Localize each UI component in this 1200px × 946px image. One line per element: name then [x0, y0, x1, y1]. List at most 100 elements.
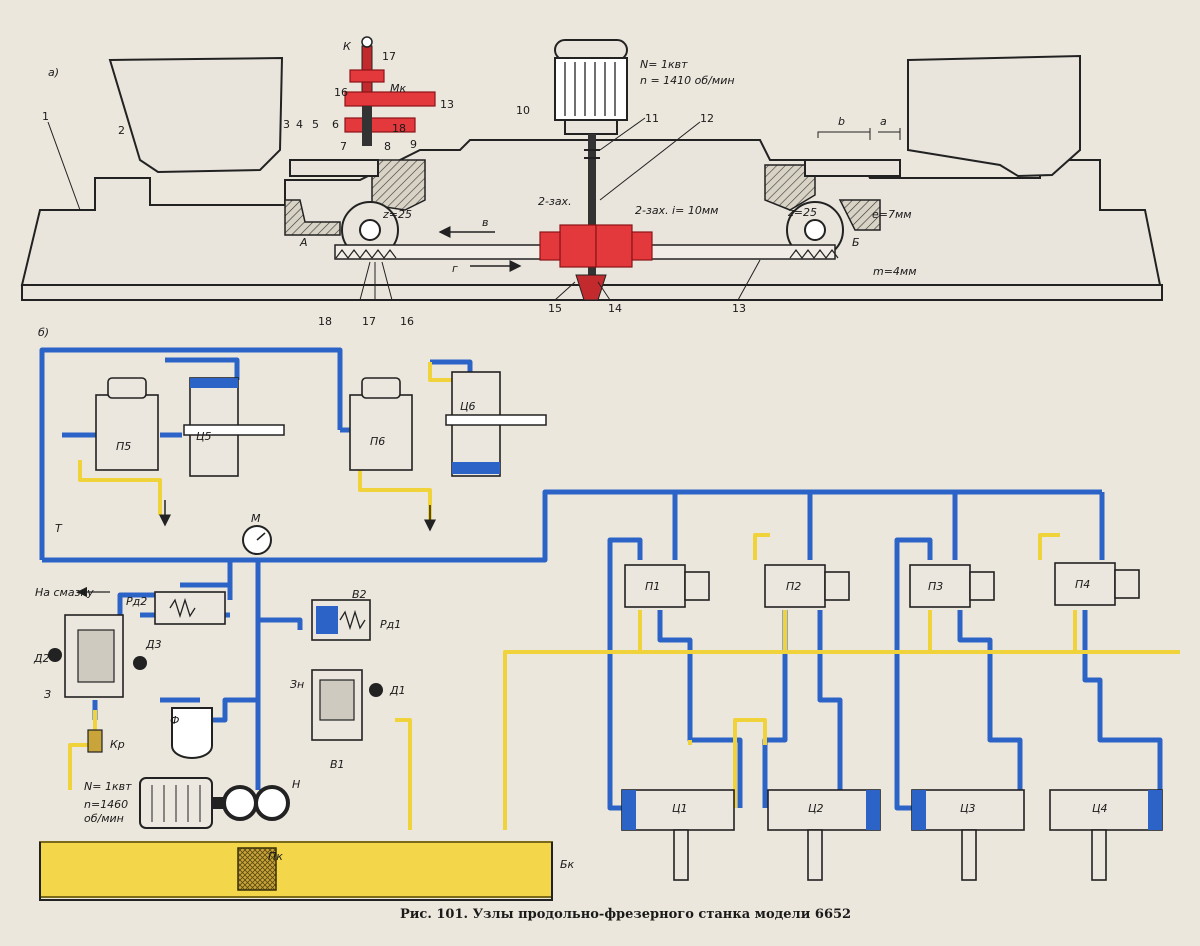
rd2-label: Рд2	[126, 595, 147, 608]
rd2-spring	[169, 597, 196, 619]
drain-main	[503, 650, 1180, 830]
leader-1	[47, 121, 81, 211]
valve-p3-label: П3	[928, 580, 943, 593]
v2-spring	[339, 609, 366, 631]
arrow-v-label: в	[482, 216, 488, 229]
motor-fins	[564, 62, 616, 116]
valve-p5-cap	[107, 377, 147, 399]
pump-lines	[117, 557, 303, 790]
cylinder-c5-label: Ц5	[196, 430, 212, 443]
tank-walls	[39, 842, 553, 901]
gear-right-label: z=25	[787, 206, 817, 219]
leaders-shaft	[599, 117, 701, 201]
part-8: 8	[384, 140, 391, 153]
part-1: 1	[42, 110, 49, 123]
pk-label: Пк	[268, 850, 283, 863]
v1-label: В1	[330, 758, 345, 771]
relief-drain	[395, 718, 412, 830]
motor-10	[554, 57, 628, 121]
cylinder-c6-cap	[452, 462, 500, 474]
left-cutaway	[284, 199, 341, 236]
pump-left-lobe	[222, 785, 258, 821]
pump-h-label: Н	[292, 778, 300, 791]
bk-label: Бк	[560, 858, 575, 871]
part-16-top: 16	[334, 86, 348, 99]
cylinder-c2	[767, 789, 881, 881]
section-b: б)	[33, 326, 1180, 901]
v2-piston	[316, 606, 338, 634]
worm-foot	[575, 274, 607, 301]
drain-branches	[638, 533, 1077, 652]
cylinder-c1	[621, 789, 735, 881]
dim-a-label: a	[880, 115, 887, 128]
worm-wheel-left	[559, 224, 597, 268]
clutch-mk-label: Мк	[390, 82, 406, 95]
pump-motor-power: N= 1квт	[84, 780, 132, 793]
part-17-top: 17	[382, 50, 396, 63]
part-7: 7	[340, 140, 347, 153]
coupling-11	[584, 149, 600, 159]
part-10: 10	[516, 104, 530, 117]
pump-coupling	[212, 797, 226, 809]
d1-label: Д1	[389, 684, 406, 697]
rd1-label: Рд1	[380, 618, 401, 631]
motor-power-label: N= 1квт	[640, 58, 688, 71]
right-bracket	[804, 159, 901, 177]
valve-p5	[95, 394, 159, 471]
valve-p6-label: П6	[370, 435, 385, 448]
pump-motor-speed-1: n=1460	[84, 798, 128, 811]
left-rack-teeth	[335, 249, 397, 259]
part-17-bottom: 17	[362, 315, 376, 328]
cylinder-c3	[911, 789, 1025, 881]
left-upright	[108, 56, 284, 174]
right-gear-hub	[804, 219, 826, 241]
part-13-top: 13	[440, 98, 454, 111]
clutch-part-16	[349, 69, 385, 83]
cylinder-c5-cap	[190, 378, 238, 388]
valve-p1-label: П1	[645, 580, 660, 593]
clutch-lower-shaft	[362, 106, 372, 146]
worm-wheel-right	[595, 224, 633, 268]
part-14: 14	[608, 302, 622, 315]
pump-right-lobe	[254, 785, 290, 821]
d3-label: Д3	[145, 638, 162, 651]
figure-caption: Рис. 101. Узлы продольно-фрезерного стан…	[400, 907, 851, 922]
key-k-knob	[361, 36, 373, 48]
section-b-label: б)	[38, 326, 49, 339]
cylinder-c6-rod	[445, 414, 547, 426]
cylinder-c6-label: Ц6	[460, 400, 476, 413]
motor-speed-label: n = 1410 об/мин	[640, 74, 735, 87]
part-18-top: 18	[392, 122, 406, 135]
manometer-label: М	[251, 512, 261, 525]
part-13-bottom: 13	[732, 302, 746, 315]
part-18-bottom: 18	[318, 315, 332, 328]
motor-flange	[564, 119, 618, 135]
valve-p4	[1054, 562, 1140, 606]
valve-p5-label: П5	[116, 440, 131, 453]
part-12: 12	[700, 112, 714, 125]
valve-p6-cap	[361, 377, 401, 399]
arrow-g-label: г	[452, 262, 458, 275]
oil-tank	[39, 841, 553, 898]
right-upright	[907, 54, 1081, 178]
valve-p2	[764, 564, 850, 608]
valve-p1	[624, 564, 710, 608]
e-dimension-label: e=7мм	[872, 208, 912, 221]
throttle-d1	[369, 683, 383, 697]
section-a-label: а)	[48, 66, 59, 79]
lube-label: На смазку	[35, 586, 94, 599]
main-pressure-loop	[39, 347, 1102, 563]
cylinder-c4-label: Ц4	[1092, 802, 1108, 815]
cylinder-c2-label: Ц2	[808, 802, 824, 815]
part-2: 2	[118, 124, 125, 137]
z-label: З	[44, 688, 51, 701]
worm-right-label: 2-зах. i= 10мм	[635, 204, 718, 217]
valve-p3	[909, 564, 995, 608]
distributor-z-spool	[77, 629, 115, 683]
cylinder-c5-rod	[183, 424, 285, 436]
part-5: 5	[312, 118, 319, 131]
leaders-bottom	[359, 259, 761, 301]
pump-motor-speed-2: об/мин	[84, 812, 124, 825]
throttle-d2	[48, 648, 62, 662]
